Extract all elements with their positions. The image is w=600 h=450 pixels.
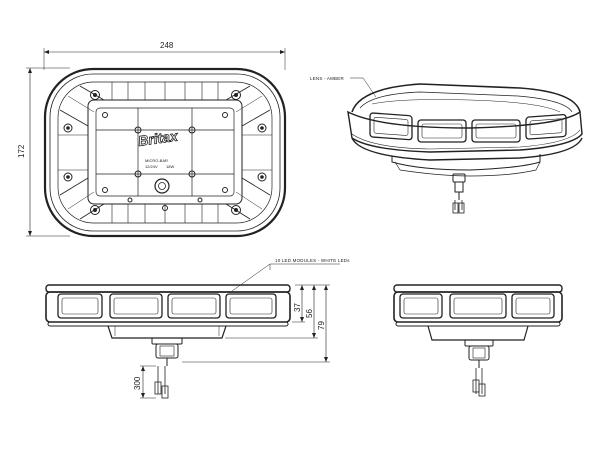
side-view — [393, 284, 563, 397]
top-view — [26, 48, 287, 238]
front-view — [45, 263, 340, 399]
dim-cable: 300 — [133, 376, 142, 390]
callout-lens: LENS - AMBER — [310, 76, 344, 81]
label-power: 18W — [166, 164, 174, 169]
isometric-view — [347, 77, 583, 214]
callout-modules: 10 LED MODULES - WHITE LEDs — [275, 258, 350, 263]
dim-height-mount: 79 — [317, 321, 326, 330]
label-voltage: 12/24V — [145, 164, 158, 169]
dim-width: 248 — [160, 41, 174, 50]
dim-height-total: 56 — [305, 309, 314, 318]
dim-height-lens: 37 — [293, 303, 302, 312]
brand-logo: Britax — [137, 127, 180, 149]
dim-depth: 172 — [17, 144, 26, 158]
label-model: MICRO-BAR — [145, 158, 168, 163]
